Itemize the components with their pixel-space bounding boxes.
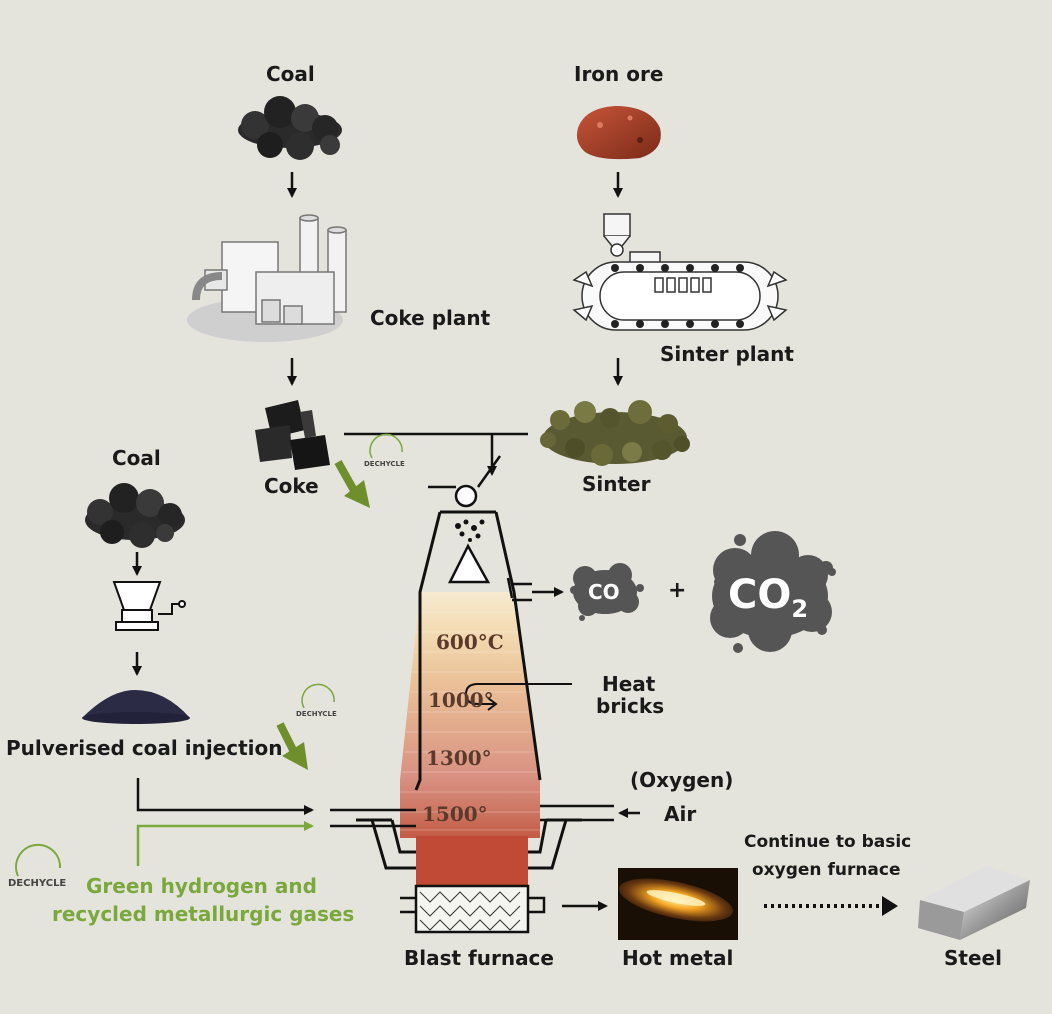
dechycle-logo-icon: DECHYCLE	[364, 433, 405, 468]
continue-label-1: Continue to basic	[744, 832, 912, 852]
air-inlet	[540, 804, 640, 822]
green-hydrogen-label-2: recycled metallurgic gases	[52, 902, 355, 926]
oxygen-label: (Oxygen)	[630, 768, 734, 792]
temp-600: 600°C	[436, 630, 504, 654]
co2-cloud-icon	[710, 531, 836, 653]
coal-left-label: Coal	[112, 446, 161, 470]
pci-label: Pulverised coal injection	[6, 736, 283, 760]
sinter-plant-label: Sinter plant	[660, 342, 794, 366]
blast-furnace-icon	[356, 484, 582, 934]
svg-text:DECHYCLE: DECHYCLE	[364, 460, 405, 468]
continue-arrow	[764, 896, 898, 916]
pulverised-coal-icon	[82, 690, 190, 724]
steel-ingot-icon	[918, 866, 1030, 940]
co2-label: CO2	[728, 572, 809, 623]
hot-metal-label: Hot metal	[622, 946, 734, 970]
coke-plant-label: Coke plant	[370, 306, 491, 330]
coal-top-icon	[238, 96, 342, 160]
plus-sign: +	[668, 578, 687, 603]
coal-top-label: Coal	[266, 62, 315, 86]
sinter-label: Sinter	[582, 472, 651, 496]
steel-label: Steel	[944, 946, 1002, 970]
svg-text:DECHYCLE: DECHYCLE	[8, 878, 66, 889]
co-cloud-icon	[570, 563, 644, 621]
co-label: CO	[588, 580, 620, 604]
coal-mill-icon	[112, 581, 186, 631]
coke-label: Coke	[264, 474, 319, 498]
temp-1300: 1300°	[426, 746, 492, 770]
svg-text:DECHYCLE: DECHYCLE	[296, 710, 337, 718]
iron-ore-icon	[576, 106, 661, 160]
feed-lines	[344, 432, 528, 489]
temp-1500: 1500°	[422, 802, 488, 826]
dechycle-logo-icon: DECHYCLE	[296, 683, 337, 718]
iron-ore-label: Iron ore	[574, 62, 664, 86]
sinter-icon	[540, 400, 690, 466]
green-arrow-pci	[276, 722, 308, 770]
hot-metal-icon	[618, 868, 738, 940]
green-arrow-coke	[334, 460, 370, 508]
continue-label-2: oxygen furnace	[752, 860, 901, 880]
heat-bricks-label-1: Heat	[602, 672, 656, 696]
heat-bricks-pointer	[464, 683, 572, 711]
temp-1000: 1000°	[428, 688, 494, 712]
coke-icon	[255, 400, 330, 470]
dechycle-logo-icon: DECHYCLE	[8, 843, 66, 889]
sinter-plant-icon	[572, 213, 788, 331]
air-label: Air	[664, 802, 697, 826]
blast-furnace-label: Blast furnace	[404, 946, 554, 970]
green-hydrogen-label-1: Green hydrogen and	[86, 874, 317, 898]
injection-lines	[136, 778, 416, 866]
coal-left-icon	[85, 483, 185, 548]
coke-plant-icon	[187, 214, 347, 342]
heat-bricks-label-2: bricks	[596, 694, 665, 718]
